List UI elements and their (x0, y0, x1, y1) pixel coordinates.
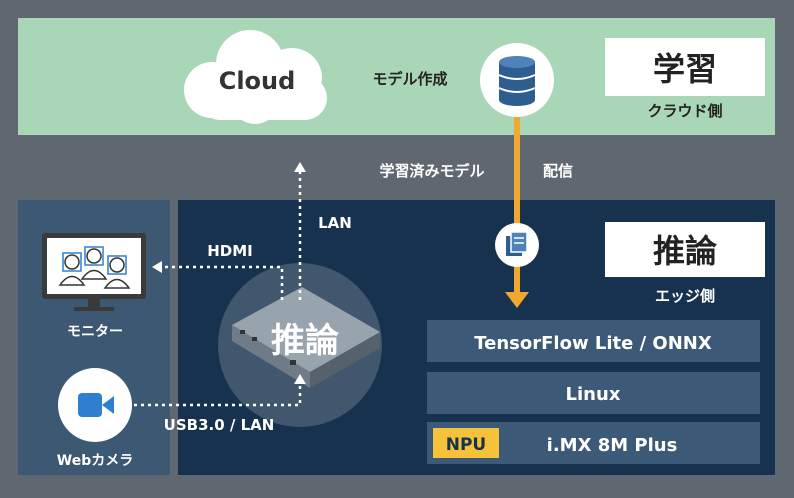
inference-title-box (605, 222, 765, 277)
npu-badge (433, 428, 499, 458)
model-creation-label: モデル作成 (372, 70, 447, 88)
npu-badge-label: NPU (446, 435, 487, 455)
os-label: Linux (566, 384, 621, 405)
learning-title-box (605, 38, 765, 96)
usb-connection (134, 374, 306, 407)
distribution-arrow (505, 117, 529, 308)
device-label: 推論 (271, 321, 339, 361)
webcam-label: Webカメラ (57, 453, 133, 469)
cloud-label: Cloud (219, 67, 296, 95)
inference-title: 推論 (653, 232, 717, 270)
database-icon (480, 43, 554, 117)
soc-label: i.MX 8M Plus (547, 435, 678, 456)
framework-layer (427, 320, 760, 362)
trained-model-label: 学習済みモデル (379, 162, 484, 180)
os-layer (427, 372, 760, 414)
edge-device-icon (232, 287, 380, 388)
monitor-icon (42, 233, 146, 311)
video-camera-icon (58, 368, 132, 442)
edge-side-label: エッジ側 (655, 287, 715, 305)
usb-lan-label: USB3.0 / LAN (164, 416, 275, 434)
lan-connection (294, 162, 306, 300)
document-icon (495, 223, 539, 267)
cloud-shape (184, 30, 327, 124)
hdmi-connection (152, 261, 284, 300)
learning-title: 学習 (653, 50, 717, 88)
lan-label: LAN (318, 214, 352, 232)
distribution-label: 配信 (543, 162, 573, 180)
cloud-side-label: クラウド側 (647, 102, 722, 120)
hdmi-label: HDMI (207, 242, 253, 260)
framework-label: TensorFlow Lite / ONNX (474, 333, 712, 354)
monitor-label: モニター (67, 324, 123, 340)
